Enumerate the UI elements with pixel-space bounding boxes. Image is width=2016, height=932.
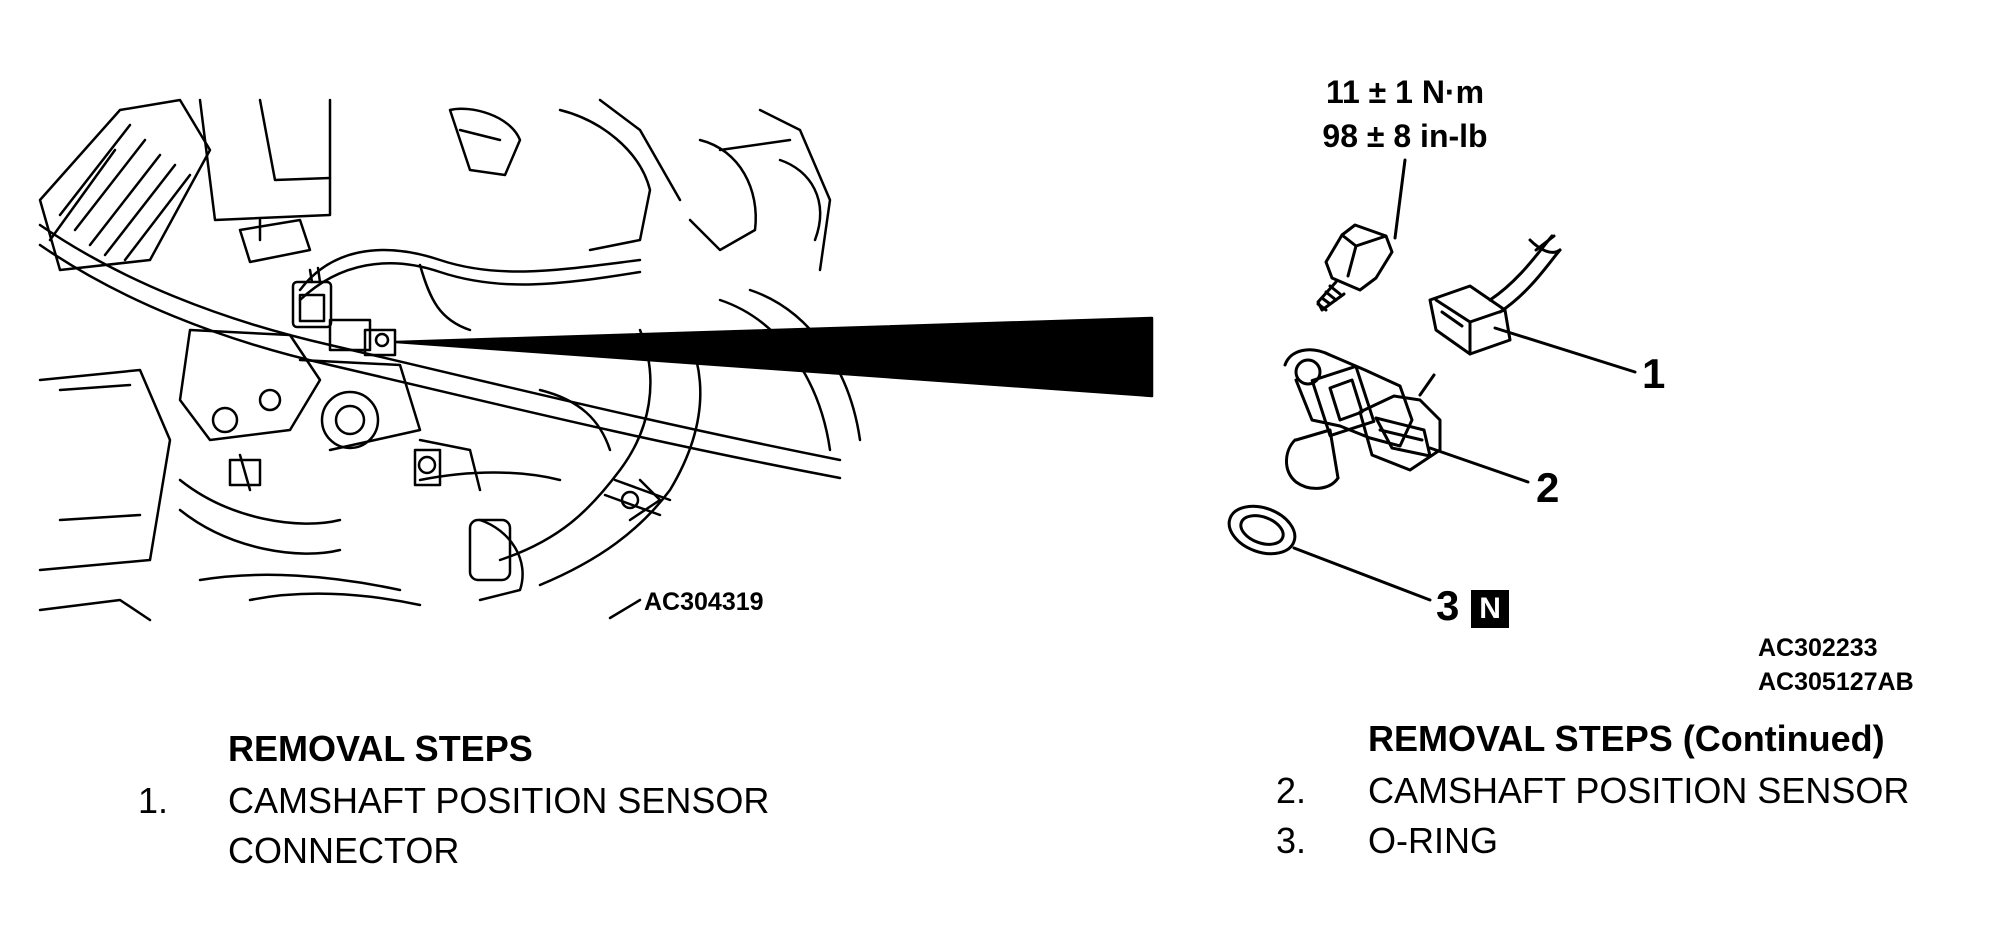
pointer-wedge <box>394 316 1154 398</box>
left-step-1-line-1: CAMSHAFT POSITION SENSOR <box>228 780 770 821</box>
leader-2 <box>1428 446 1530 484</box>
bolt-icon <box>1316 158 1407 312</box>
left-steps-heading: REMOVAL STEPS <box>228 728 533 769</box>
left-step-1-number: 1. <box>138 780 169 821</box>
callout-1: 1 <box>1642 350 1666 397</box>
left-figure-code: AC304319 <box>644 588 764 616</box>
callout-3: 3 N <box>1436 582 1510 630</box>
right-figure-code-2: AC305127AB <box>1758 668 1914 696</box>
right-figure-code-1: AC302233 <box>1758 634 1878 662</box>
callout-2: 2 <box>1536 464 1560 511</box>
callout-3-number: 3 <box>1436 582 1460 629</box>
o-ring-icon <box>1227 504 1297 556</box>
connector-1-icon <box>1428 234 1562 356</box>
camshaft-sensor-icon <box>1283 348 1442 490</box>
leader-3 <box>1292 546 1432 602</box>
new-part-marker: N <box>1471 589 1510 628</box>
right-step-2-text: CAMSHAFT POSITION SENSOR <box>1368 770 1910 811</box>
leader-1 <box>1493 326 1637 374</box>
torque-spec: 11 ± 1 N·m 98 ± 8 in-lb <box>1290 70 1520 158</box>
torque-metric: 11 ± 1 N·m <box>1325 74 1485 110</box>
right-step-3-text: O-RING <box>1368 820 1498 861</box>
torque-imperial: 98 ± 8 in-lb <box>1322 118 1488 154</box>
right-step-2-number: 2. <box>1276 770 1307 811</box>
right-steps-heading: REMOVAL STEPS (Continued) <box>1368 718 1885 759</box>
right-step-3-number: 3. <box>1276 820 1307 861</box>
left-step-1-line-2: CONNECTOR <box>228 830 460 871</box>
